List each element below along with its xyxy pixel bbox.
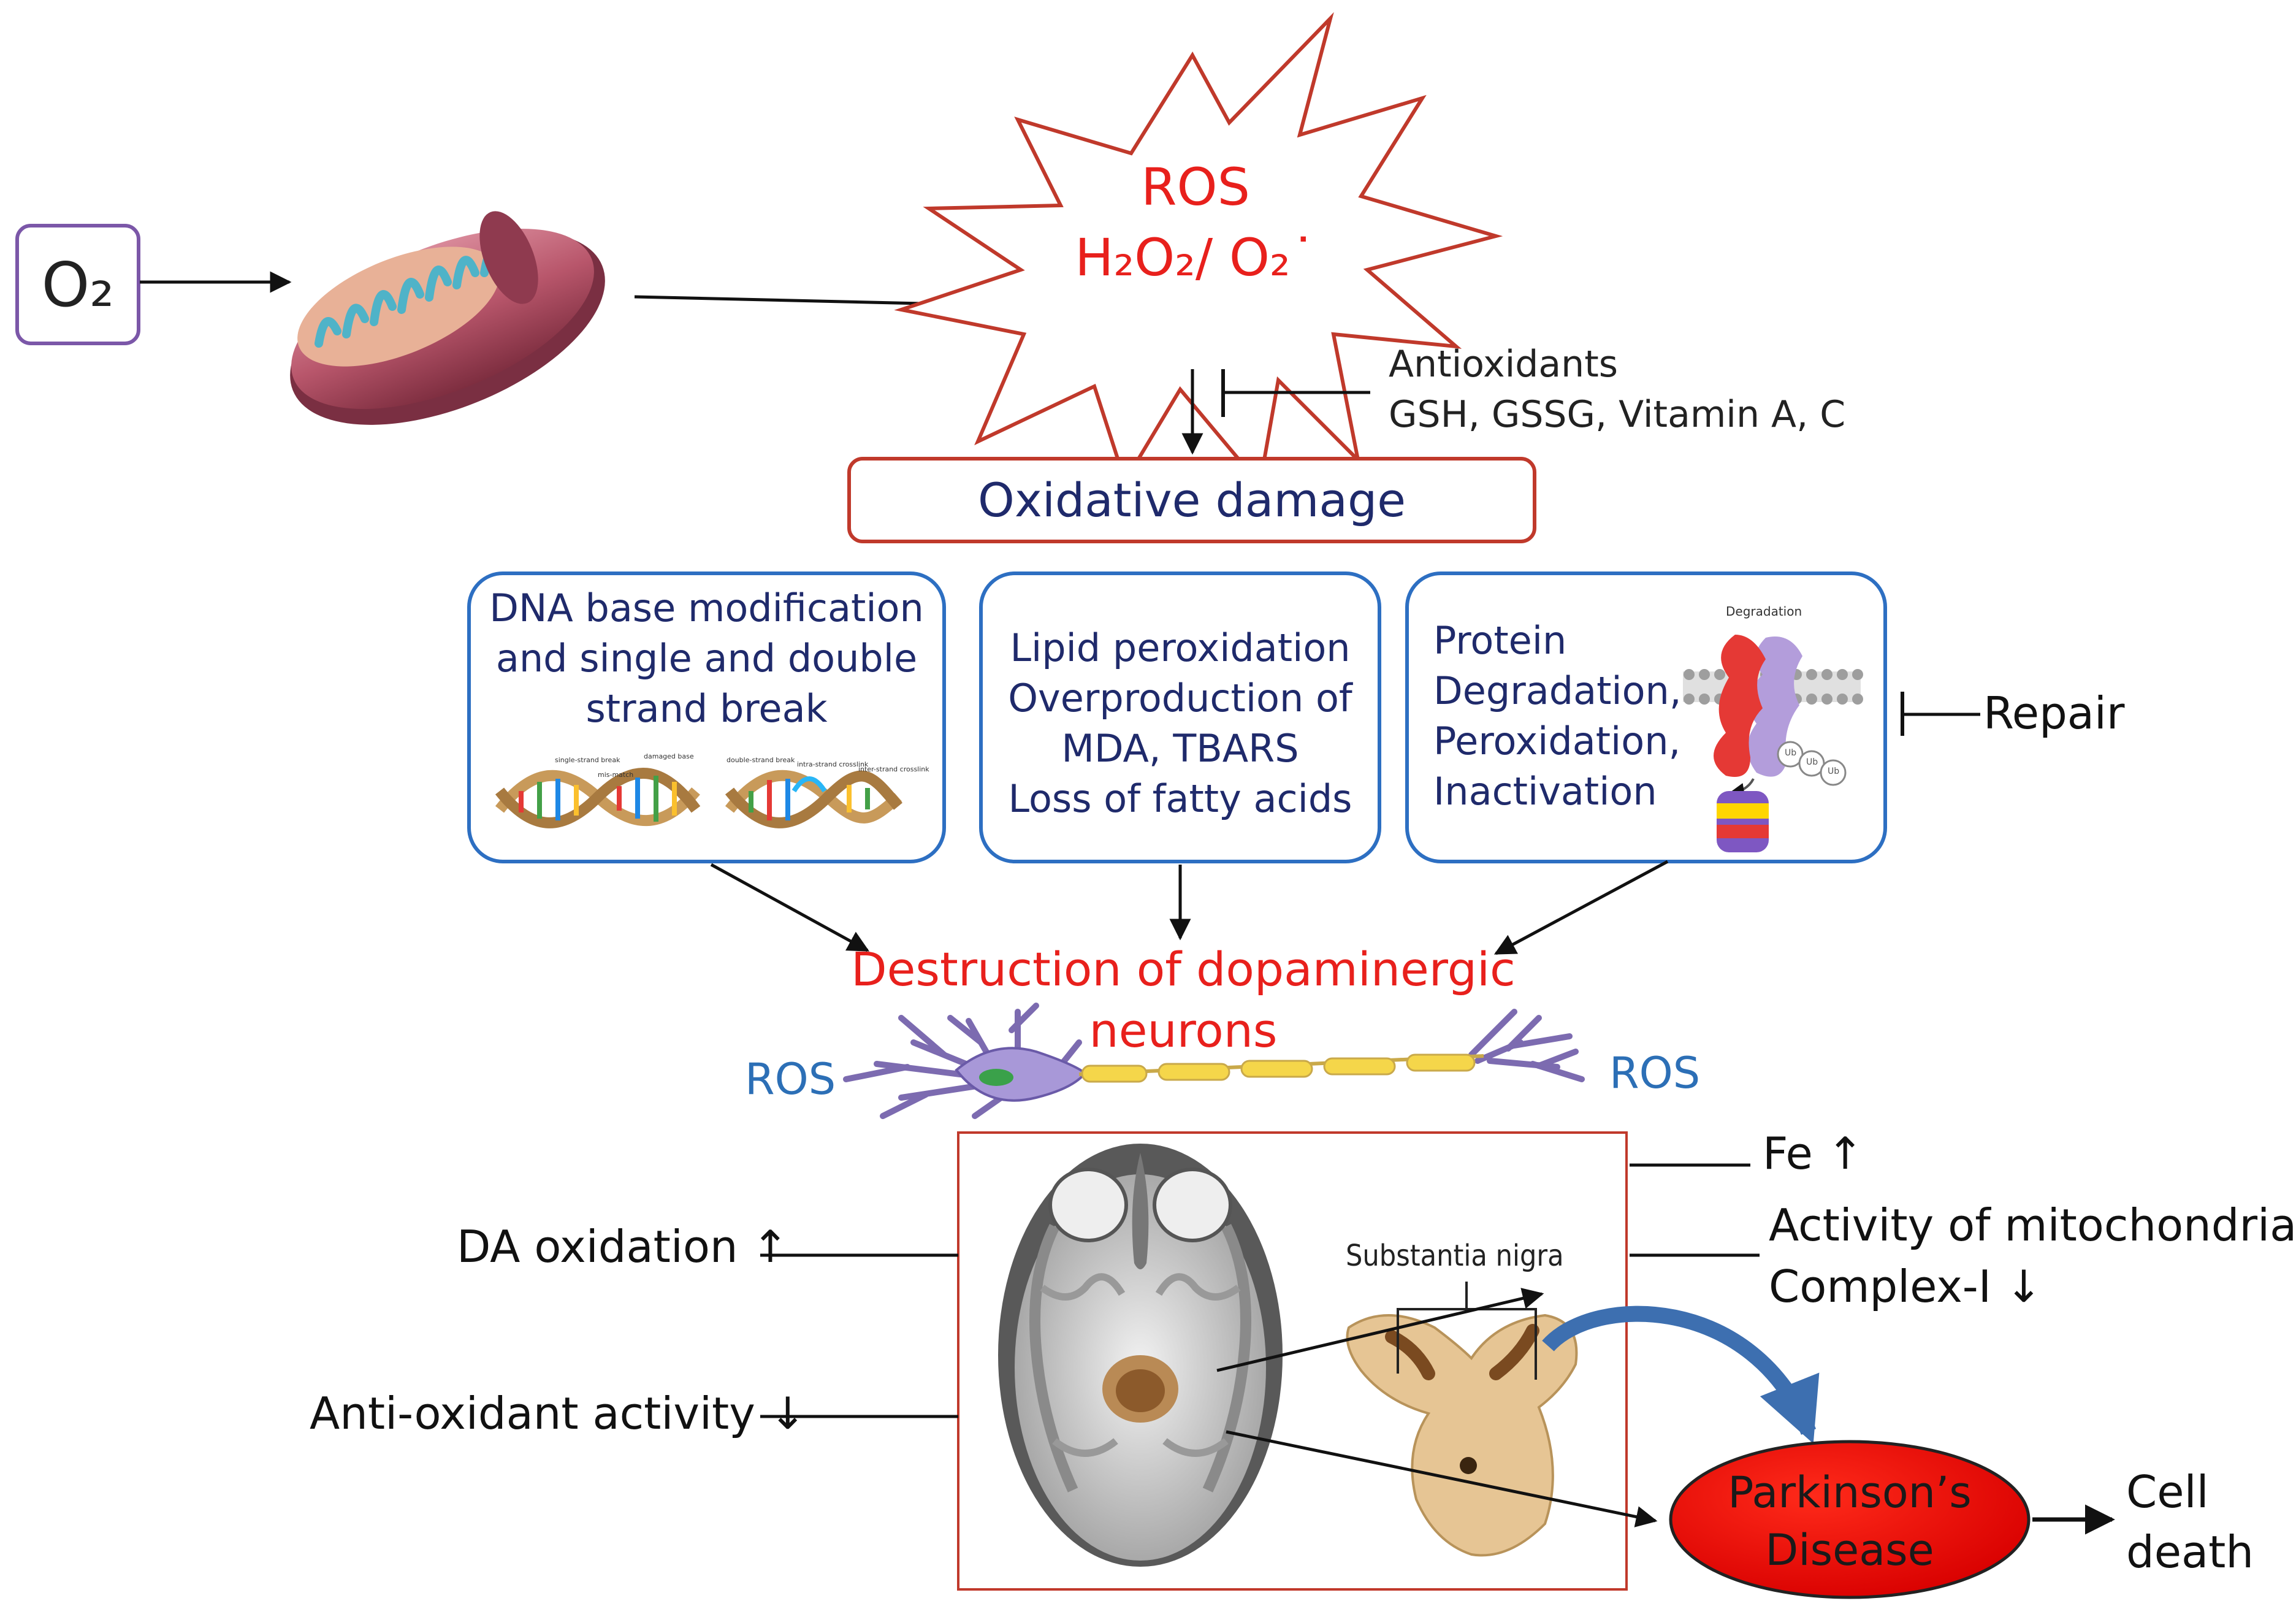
ros-species-label: H₂O₂/ O₂˙ <box>1075 227 1316 288</box>
oxygen-label: O₂ <box>41 249 115 321</box>
protein-fig-ub-1: Ub <box>1785 748 1797 758</box>
lipid-box-line-2: Overproduction of <box>1008 676 1352 721</box>
ros-label: ROS <box>1141 157 1250 217</box>
substantia-nigra-illustration <box>1346 1282 1578 1557</box>
dna-box-line-2: and single and double <box>495 636 918 681</box>
protein-fig-ub-3: Ub <box>1828 766 1840 776</box>
destruction-label-line-2: neurons <box>1089 1003 1278 1058</box>
dna-fig-damaged-base: damaged base <box>644 752 694 760</box>
parkinsons-label-line-2: Disease <box>1765 1525 1934 1575</box>
protein-box-line-3: Peroxidation, <box>1433 719 1681 763</box>
parkinsons-ellipse <box>1669 1440 2031 1599</box>
dna-fig-inter-strand-crosslink: inter-strand crosslink <box>858 765 929 773</box>
dna-fig-mis-match: mis-match <box>598 771 634 779</box>
dna-box-line-3: strand break <box>585 686 828 731</box>
substantia-nigra-label: Substantia nigra <box>1346 1239 1564 1273</box>
dna-box-line-1: DNA base modification <box>489 586 924 630</box>
dna-helix-illustration <box>495 767 902 828</box>
protein-fig-degradation-label: Degradation <box>1726 604 1802 619</box>
arrow-dna-to-destruction <box>710 863 870 952</box>
cell-death-label-line-1: Cell <box>2126 1466 2209 1518</box>
cell-death-label-line-2: death <box>2126 1526 2254 1578</box>
antioxidants-label: Antioxidants <box>1389 343 1618 386</box>
arrow-brain-to-parkinsons <box>1226 1430 1658 1527</box>
protein-box-line-1: Protein <box>1433 618 1567 663</box>
dna-fig-double-strand-break: double-strand break <box>727 756 795 764</box>
dna-fig-single-strand-break: single-strand break <box>555 756 620 764</box>
lipid-box-line-3: MDA, TBARS <box>1061 726 1299 771</box>
fe-label: Fe ↑ <box>1763 1128 1864 1179</box>
arrow-protein-to-destruction <box>1493 860 1669 955</box>
protein-box-line-4: Inactivation <box>1433 769 1657 814</box>
protein-degradation-illustration <box>1683 635 1863 852</box>
oxidative-damage-label: Oxidative damage <box>978 473 1406 527</box>
mito-complex-label-line-2: Complex-I ↓ <box>1769 1261 2043 1312</box>
neuron-ros-left: ROS <box>745 1054 836 1104</box>
parkinsons-label-line-1: Parkinson’s <box>1728 1467 1972 1518</box>
da-oxidation-label: DA oxidation ↑ <box>457 1221 789 1272</box>
arrow-brain-to-substantia <box>1216 1288 1544 1372</box>
protein-fig-ub-2: Ub <box>1806 757 1818 767</box>
lipid-damage-box <box>979 571 1381 863</box>
oxidative-damage-box <box>847 457 1536 543</box>
mito-complex-label-line-1: Activity of mitochondrial <box>1769 1199 2296 1251</box>
neuron-ros-right: ROS <box>1609 1048 1701 1098</box>
lipid-box-line-1: Lipid peroxidation <box>1010 625 1351 670</box>
brain-cross-section <box>998 1144 1283 1567</box>
neuron-illustration <box>843 1003 1585 1119</box>
dna-fig-intra-strand-crosslink: intra-strand crosslink <box>797 760 869 768</box>
antioxidant-activity-label: Anti-oxidant activity ↓ <box>310 1388 807 1439</box>
oxygen-box <box>15 224 140 345</box>
curved-blue-arrow <box>1542 1305 1820 1444</box>
protein-damage-box <box>1405 571 1887 863</box>
lipid-box-line-4: Loss of fatty acids <box>1008 776 1352 821</box>
antioxidants-list: GSH, GSSG, Vitamin A, C <box>1389 393 1846 436</box>
repair-label: Repair <box>1983 687 2125 739</box>
mitochondrion-illustration <box>290 211 605 425</box>
destruction-label-line-1: Destruction of dopaminergic <box>851 942 1516 996</box>
protein-box-line-2: Degradation, <box>1433 668 1682 713</box>
